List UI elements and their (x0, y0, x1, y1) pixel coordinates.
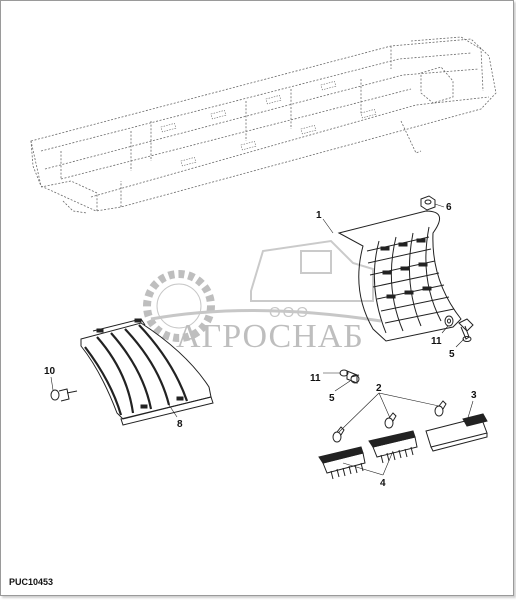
combine-frame-phantom (30, 36, 497, 214)
callout-11-right: 11 (431, 336, 442, 347)
callout-2: 2 (376, 383, 382, 394)
drawing-reference-code: PUC10453 (9, 577, 54, 587)
comb-plates-part-4 (318, 430, 418, 480)
bolt-part-10 (50, 388, 78, 402)
callout-3: 3 (471, 390, 477, 401)
bolt-part-5-left (346, 370, 360, 384)
frame-rail-holes (160, 81, 377, 167)
watermark-prefix: ООО (269, 304, 310, 321)
callout-8: 8 (177, 419, 183, 430)
washer-part-11-right (444, 315, 454, 327)
concave-grate-right (337, 210, 462, 342)
callout-5-right: 5 (449, 349, 455, 360)
callout-6: 6 (446, 202, 452, 213)
combine-harvester-icon (250, 239, 374, 302)
gear-icon (143, 270, 215, 342)
callout-11-left: 11 (310, 373, 321, 384)
callout-4: 4 (380, 478, 386, 489)
callout-1: 1 (316, 210, 322, 221)
cover-plate-part-3 (425, 413, 488, 452)
watermark-logo: ООО АГРОСНАБ (143, 239, 382, 355)
nut-part-6 (420, 195, 436, 211)
watermark-brand: АГРОСНАБ (176, 318, 364, 355)
leader-lines (50, 203, 474, 476)
concave-left (80, 318, 214, 426)
callout-10: 10 (44, 366, 56, 377)
bolt-part-5-right (458, 318, 474, 342)
callout-5-left: 5 (329, 393, 335, 404)
